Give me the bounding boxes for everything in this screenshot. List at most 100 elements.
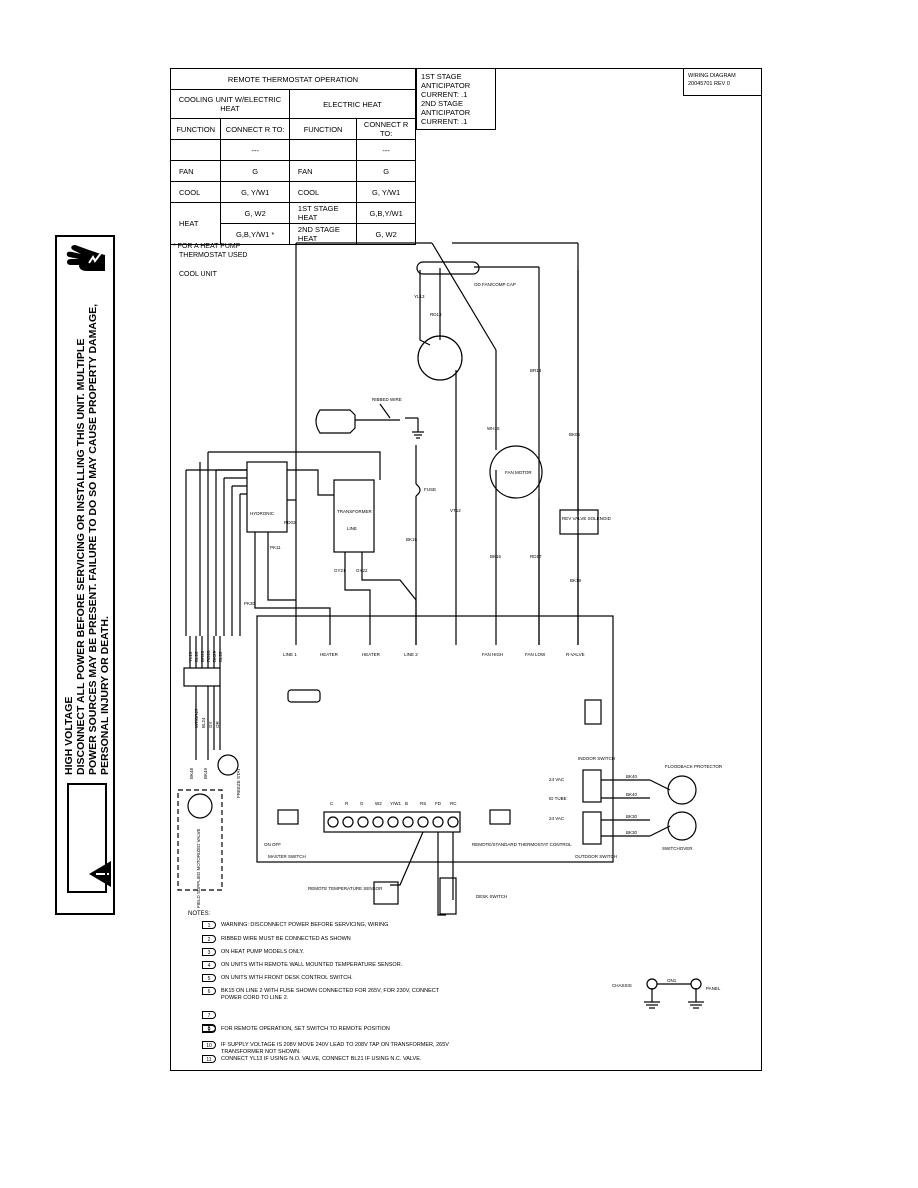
terminal-letter: RS [420, 801, 426, 806]
notes-title: NOTES: [188, 911, 211, 917]
panel-label: PANEL [706, 986, 721, 991]
table-cell: G, W2 [356, 223, 416, 245]
on1-label: ON1 [667, 978, 677, 983]
note-number-badge: 4 [202, 961, 216, 969]
terminal-letter: Y/W1 [390, 801, 401, 806]
harness-wire-label: OR [215, 720, 220, 728]
vac-label: 24 VAC [549, 816, 565, 821]
wire-label: BR14 [530, 368, 542, 373]
hydronic-label: HYDRONIC [250, 511, 275, 516]
wire-label: RD03 [284, 520, 296, 525]
harness-wire-label: BL26 [194, 651, 199, 662]
switchover-label: SWITCHOVER [662, 846, 693, 851]
terminal-letter: RC [450, 801, 457, 806]
wire-label: RD13 [430, 312, 442, 317]
note-number-badge: 2 [202, 935, 216, 943]
note-text: ON UNITS WITH REMOTE WALL MOUNTED TEMPER… [221, 962, 403, 968]
wire-label: PK11 [270, 545, 281, 550]
note-number-badge: 10 [202, 1041, 216, 1049]
harness-wire-label: BK29 [212, 650, 217, 662]
terminal-label: LINE 2 [404, 652, 418, 657]
terminal-letter: G [360, 801, 364, 806]
wire-label: RD17 [530, 554, 542, 559]
table-cell: 2ND STAGE HEAT [288, 223, 358, 245]
line-label: LINE [347, 526, 357, 531]
wiring-diagram-id: WIRING DIAGRAM 20045701 REV 0 [683, 68, 762, 96]
vac-label: 24 VAC [549, 777, 565, 782]
outdoor-switch-label: OUTDOOR SWITCH [575, 854, 617, 859]
cool-unit-label: COOL UNIT [179, 271, 217, 278]
terminal-letter: R [345, 801, 349, 806]
heat-pump-note: * FOR A HEAT PUMP THERMOSTAT USED [173, 243, 248, 259]
wire-label: PK30 [244, 601, 256, 606]
wire-label: GY22 [356, 568, 368, 573]
freeze-stat-label: FREEZE STAT [236, 768, 241, 798]
wire-label: BK49 [203, 767, 208, 779]
floodback-label: FLOODBACK PROTECTOR [665, 764, 723, 769]
table-cell: HEAT [169, 202, 222, 245]
master-switch-label: MASTER SWITCH [268, 854, 306, 859]
harness-wire-label: WT/BR27 [194, 708, 199, 728]
note-number-badge: 9 [202, 1025, 216, 1033]
terminal-letter: B [405, 801, 408, 806]
note-text: RIBBED WIRE MUST BE CONNECTED AS SHOWN [221, 936, 351, 942]
terminal-letter: FD [435, 801, 442, 806]
terminal-label: HEATER [362, 652, 381, 657]
remote-thermostat-table: REMOTE THERMOSTAT OPERATION COOLING UNIT… [169, 68, 417, 245]
high-voltage-warning-panel: HIGH VOLTAGE DISCONNECT ALL POWER BEFORE… [55, 235, 115, 915]
terminal-label: LINE 1 [283, 652, 297, 657]
fan-motor-label: FAN MOTOR [505, 470, 532, 475]
wire-label: YL13 [414, 294, 425, 299]
function-header: FUNCTION [288, 118, 358, 140]
wire-label: BK16 [490, 554, 502, 559]
desk-switch-label: DESK SWITCH [476, 894, 507, 899]
note-number-badge: 1 [202, 921, 216, 929]
harness-wire-label: BL24 [201, 717, 206, 728]
note-number-badge: 3 [202, 948, 216, 956]
chassis-label: CHASSIS [612, 983, 632, 988]
note-text: ON HEAT PUMP MODELS ONLY. [221, 949, 304, 955]
wire-label: BK30 [626, 830, 638, 835]
electric-shock-hand-icon [66, 245, 105, 271]
od-fan-cap-label: OD FAN/COMP CAP [474, 282, 516, 287]
wire-label: BK30 [626, 814, 638, 819]
ribbed-wire-label: RIBBED WIRE [372, 397, 402, 402]
note-text: CONNECT YL13 IF USING N.O. VALVE, CONNEC… [221, 1056, 422, 1062]
rev-valve-label: REV VALVE SOLENOID [562, 516, 612, 521]
control-board [256, 615, 614, 863]
harness-wire-label: BR25 [200, 650, 205, 662]
warning-symbol-box [67, 783, 111, 893]
remote-temp-label: REMOTE TEMPERATURE SENSOR [308, 886, 383, 891]
note-text: FOR REMOTE OPERATION, SET SWITCH TO REMO… [221, 1026, 390, 1032]
remote-standard-label: REMOTE/STANDARD THERMOSTAT CONTROL [472, 842, 572, 847]
wire-label: BK05 [569, 432, 581, 437]
col2-title: ELECTRIC HEAT [288, 89, 417, 119]
transformer-label: TRANSFORMER [337, 509, 373, 514]
note-number-badge: 7 [202, 1011, 216, 1019]
note-number-badge: 11 [202, 1055, 216, 1063]
indoor-switch-label: INDOOR SWITCH [578, 756, 615, 761]
harness-wire-label: YL12 [188, 651, 193, 662]
terminal-label: R-VALVE [566, 652, 585, 657]
note-text: BK15 ON LINE 2 WITH FUSE SHOWN CONNECTED… [221, 988, 440, 1001]
warning-triangle-icon [89, 861, 111, 887]
note-number-badge: 5 [202, 974, 216, 982]
terminal-letter: C [330, 801, 334, 806]
note-number-badge: 6 [202, 987, 216, 995]
terminal-label: FAN LOW [525, 652, 546, 657]
notes-section: NOTES: [188, 911, 210, 917]
note-text: ON UNITS WITH FRONT DESK CONTROL SWITCH. [221, 975, 353, 981]
wire-label: BK40 [626, 774, 638, 779]
wire-label: BK40 [626, 792, 638, 797]
table-cell: G,B,Y/W1 [356, 202, 416, 224]
terminal-label: FAN HIGH [482, 652, 503, 657]
wire-label: BK15 [406, 537, 418, 542]
harness-wire-label: GY [208, 721, 213, 728]
harness-wire-label: BL28 [218, 651, 223, 662]
terminal-letter: W2 [375, 801, 382, 806]
note-text: WARNING: DISCONNECT POWER BEFORE SERVICI… [221, 922, 389, 928]
wire-label: WH15 [487, 426, 500, 431]
id-tube-label: ID TUBE [549, 796, 567, 801]
